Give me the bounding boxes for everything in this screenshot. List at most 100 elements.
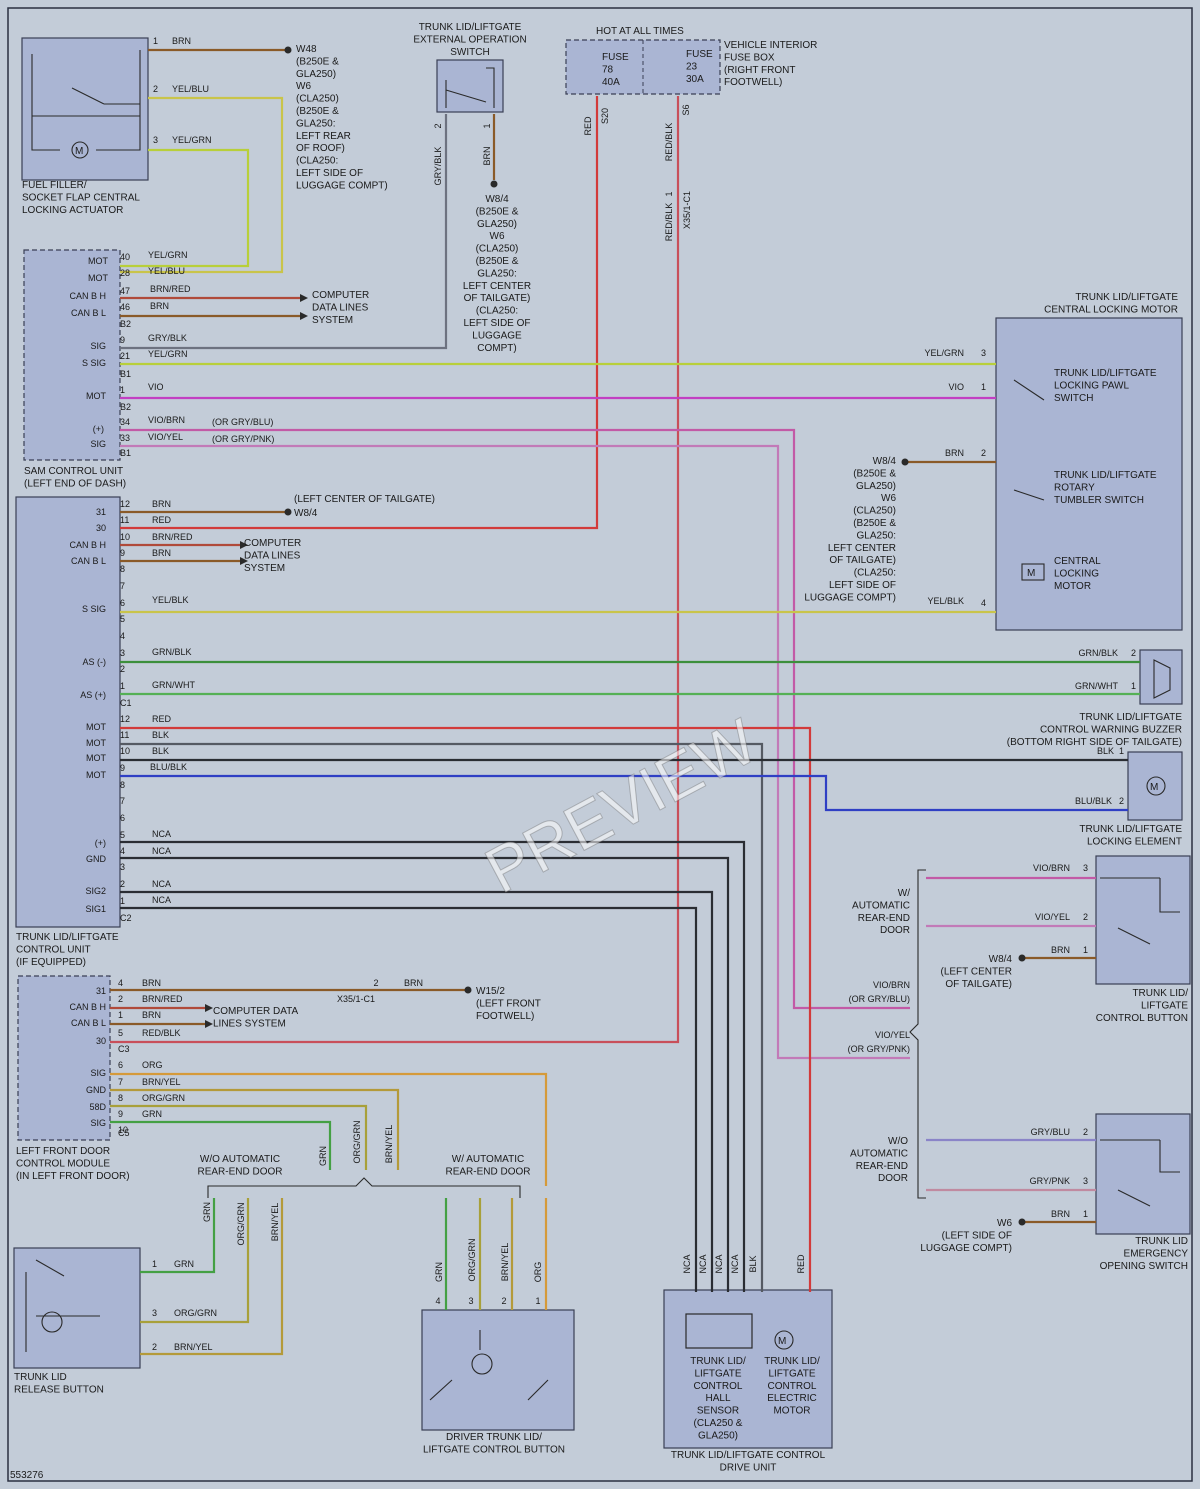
label-vg-grn: GRN <box>318 1146 328 1166</box>
label-fuel-p1: 1 <box>153 36 158 46</box>
label-uc-9: BRN <box>152 548 171 558</box>
label-sam-or34: (OR GRY/BLU) <box>212 417 273 427</box>
label-redblk-v: RED/BLK <box>664 123 674 162</box>
label-sam-p1: 1 <box>120 385 125 395</box>
label-cb-c3: VIO/BRN <box>1033 863 1070 873</box>
label-line: FOOTWELL) <box>476 1011 534 1022</box>
label-line: (CLA250) <box>476 244 519 255</box>
label-db-grn: GRN <box>434 1262 444 1282</box>
label-d-c7: BRN/YEL <box>142 1077 181 1087</box>
label-line: DATA LINES <box>312 302 369 313</box>
label-d-p9: 9 <box>118 1109 123 1119</box>
label-line: (CLA250: <box>854 568 896 579</box>
wire-d-orggrn <box>110 1104 368 1170</box>
label-db-p1: 1 <box>535 1296 540 1306</box>
label-red-v: RED <box>583 116 593 136</box>
label-line: HOT AT ALL TIMES <box>596 26 684 37</box>
label-db-brnyel: BRN/YEL <box>500 1243 510 1282</box>
label-uq-12: 12 <box>120 714 130 724</box>
label-line: LUGGAGE COMPT) <box>804 592 896 603</box>
label-d-p5: 5 <box>118 1028 123 1038</box>
label-driverbtn: DRIVER TRUNK LID/LIFTGATE CONTROL BUTTON <box>423 1432 565 1455</box>
label-rb-p2: 2 <box>152 1342 157 1352</box>
label-d-p6: 6 <box>118 1060 123 1070</box>
switch-icons <box>25 50 1180 1401</box>
label-line: LINES SYSTEM <box>213 1018 286 1029</box>
label-line: HALL <box>705 1393 730 1404</box>
label-d-cc5: RED/BLK <box>142 1028 181 1038</box>
label-d-canh: CAN B H <box>69 1002 106 1012</box>
label-d-c5: C5 <box>118 1128 130 1138</box>
label-line: 40A <box>602 77 620 88</box>
label-sam-ssig: S SIG <box>82 358 106 368</box>
label-cb-c2: VIO/YEL <box>1035 912 1070 922</box>
label-line: (B250E & <box>853 518 896 529</box>
label-line: CONTROL WARNING BUZZER <box>1040 724 1182 735</box>
wire-u-nca1 <box>120 906 698 1292</box>
label-line: W8/4 <box>873 456 897 467</box>
label-line: (B250E & <box>296 56 339 67</box>
label-up-6: 6 <box>120 598 125 608</box>
label-vy2: (OR GRY/PNK) <box>848 1044 910 1054</box>
label-bz-c2: GRN/BLK <box>1078 648 1118 658</box>
label-cb-p2: 2 <box>1083 912 1088 922</box>
label-line: EMERGENCY <box>1124 1248 1189 1259</box>
label-line: SAM CONTROL UNIT <box>24 466 123 477</box>
label-ud-10: BLK <box>152 746 169 756</box>
label-gnd-w84c2: W8/4 <box>294 508 318 519</box>
label-u-canl: CAN B L <box>71 556 106 566</box>
label-sam-c47: BRN/RED <box>150 284 191 294</box>
label-es-p1: 1 <box>1083 1209 1088 1219</box>
label-du-nca4: NCA <box>730 1254 740 1273</box>
label-sam-p28: 28 <box>120 268 130 278</box>
label-vl-orggrn: ORG/GRN <box>236 1202 246 1245</box>
label-line: W6 <box>881 493 896 504</box>
label-cb-c1: BRN <box>1051 945 1070 955</box>
label-line: DATA LINES <box>244 550 301 561</box>
label-m-c4: YEL/BLK <box>927 596 964 606</box>
label-up-9: 9 <box>120 548 125 558</box>
label-db-p3: 3 <box>468 1296 473 1306</box>
label-line: W15/2 <box>476 986 505 997</box>
label-x-p2: 2 <box>373 978 378 988</box>
label-line: FUSE BOX <box>724 52 775 63</box>
label-line: LEFT SIDE OF <box>829 580 896 591</box>
wire-sam-viobrn <box>120 428 910 1010</box>
label-db-p2: 2 <box>501 1296 506 1306</box>
label-line: TRUNK LID/LIFTGATE <box>1075 292 1178 303</box>
label-es-p2: 2 <box>1083 1127 1088 1137</box>
label-line: RELEASE BUTTON <box>14 1384 104 1395</box>
label-line: W6 <box>490 231 505 242</box>
label-line: W8/4 <box>989 954 1013 965</box>
label-du-nca1: NCA <box>682 1254 692 1273</box>
label-line: (IF EQUIPPED) <box>16 957 86 968</box>
label-sam-p40: 40 <box>120 252 130 262</box>
label-m-c1: VIO <box>948 382 964 392</box>
label-line: W48 <box>296 44 317 55</box>
label-up-4: 4 <box>120 631 125 641</box>
label-line: DOOR <box>878 1173 908 1184</box>
label-d-cc2: BRN/RED <box>142 994 183 1004</box>
label-sam-or33: (OR GRY/PNK) <box>212 434 274 444</box>
label-sam-b1a: B1 <box>120 369 131 379</box>
label-up-8: 8 <box>120 564 125 574</box>
wire-rb-grn <box>140 1198 216 1274</box>
label-line: OF ROOF) <box>296 143 345 154</box>
label-line: TRUNK LID/LIFTGATE <box>419 22 522 33</box>
label-uq-7: 7 <box>120 796 125 806</box>
label-line: LIFTGATE CONTROL BUTTON <box>423 1444 565 1455</box>
label-line: (CLA250: <box>296 156 338 167</box>
label-u-c2: C2 <box>120 913 132 923</box>
label-sam-c28: YEL/BLU <box>148 266 185 276</box>
label-sam-canl: CAN B L <box>71 308 106 318</box>
label-u-c1: C1 <box>120 698 132 708</box>
label-line: TRUNK LID/LIFTGATE <box>1079 712 1182 723</box>
wire-u-nca2 <box>120 890 714 1292</box>
